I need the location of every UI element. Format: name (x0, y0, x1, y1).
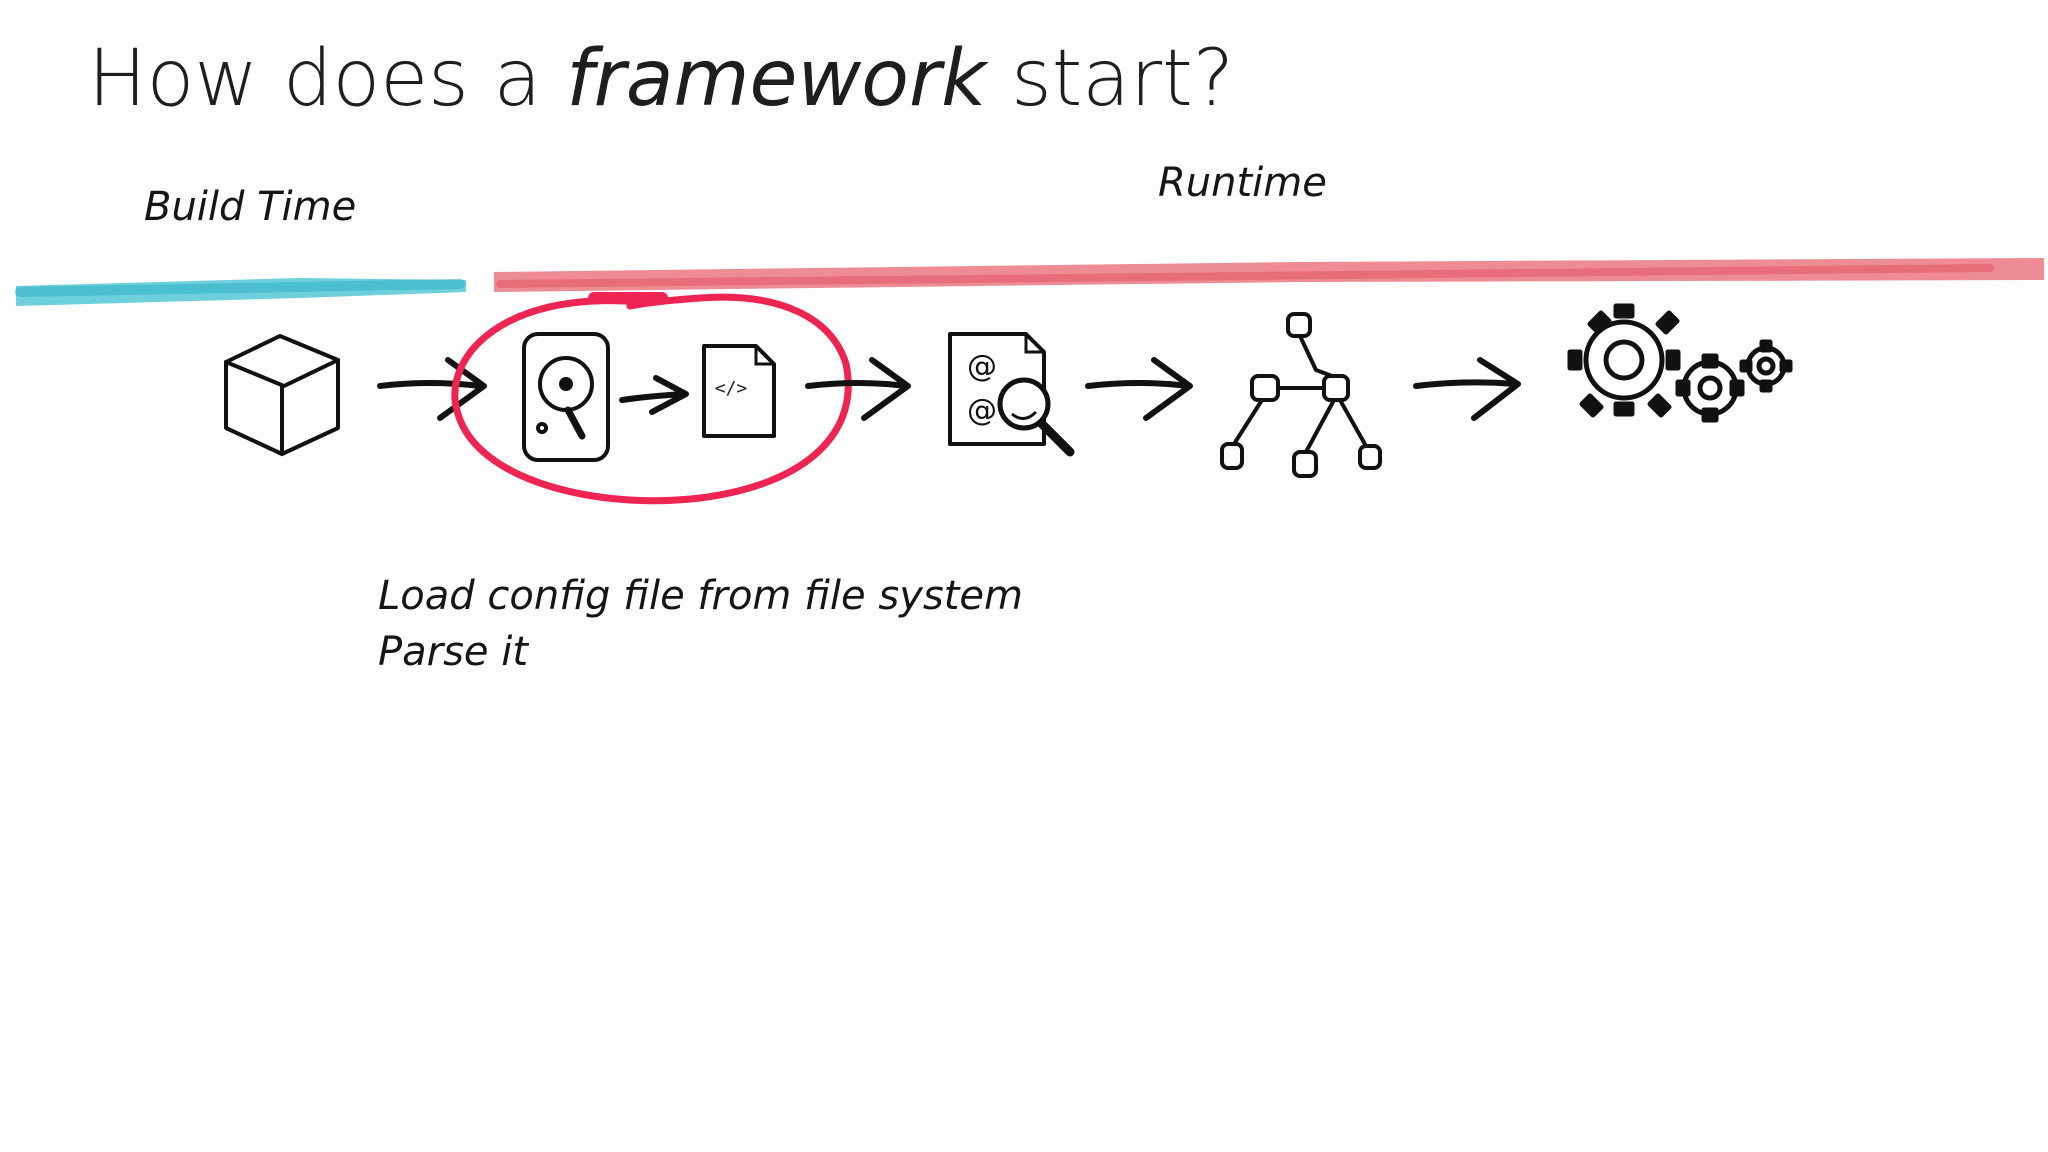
at-symbol-icon: @ (967, 393, 997, 428)
runtime-bar (494, 258, 2044, 292)
arrow-icon (619, 375, 689, 415)
hard-drive-icon (522, 332, 610, 462)
gears-icon (1567, 303, 1793, 423)
code-glyph: </> (715, 378, 748, 399)
note-line-load: Load config file from file system (378, 573, 1023, 619)
runtime-label: Runtime (1158, 160, 1327, 206)
tree-icon (1220, 312, 1382, 478)
note-line-parse: Parse it (378, 629, 529, 675)
title-prefix: How does a (88, 34, 567, 124)
magnifier-icon (997, 377, 1051, 431)
build-bar-stroke (15, 279, 465, 297)
title-suffix: start? (986, 34, 1235, 124)
build-time-label: Build Time (144, 184, 357, 230)
large-gear-icon (1567, 303, 1681, 418)
arrow-icon (377, 357, 487, 421)
at-symbol-icon: @ (967, 349, 997, 384)
slide-title: How does a framework start? (88, 34, 1234, 124)
code-file-icon: </> (702, 344, 776, 438)
arrow-icon (805, 357, 911, 421)
runtime-bar-stroke (496, 264, 1994, 288)
parse-document-icon: @ @ (948, 332, 1075, 457)
step-notes: Load config file from file system Parse … (378, 568, 1023, 680)
arrow-icon (1413, 357, 1521, 421)
arrow-icon (1085, 357, 1193, 421)
build-time-bar (15, 278, 466, 306)
small-gear-icon (1739, 339, 1793, 393)
highlight-circle (451, 292, 852, 505)
title-emphasis: framework (566, 34, 987, 124)
package-icon (224, 334, 340, 456)
medium-gear-icon (1675, 353, 1745, 423)
